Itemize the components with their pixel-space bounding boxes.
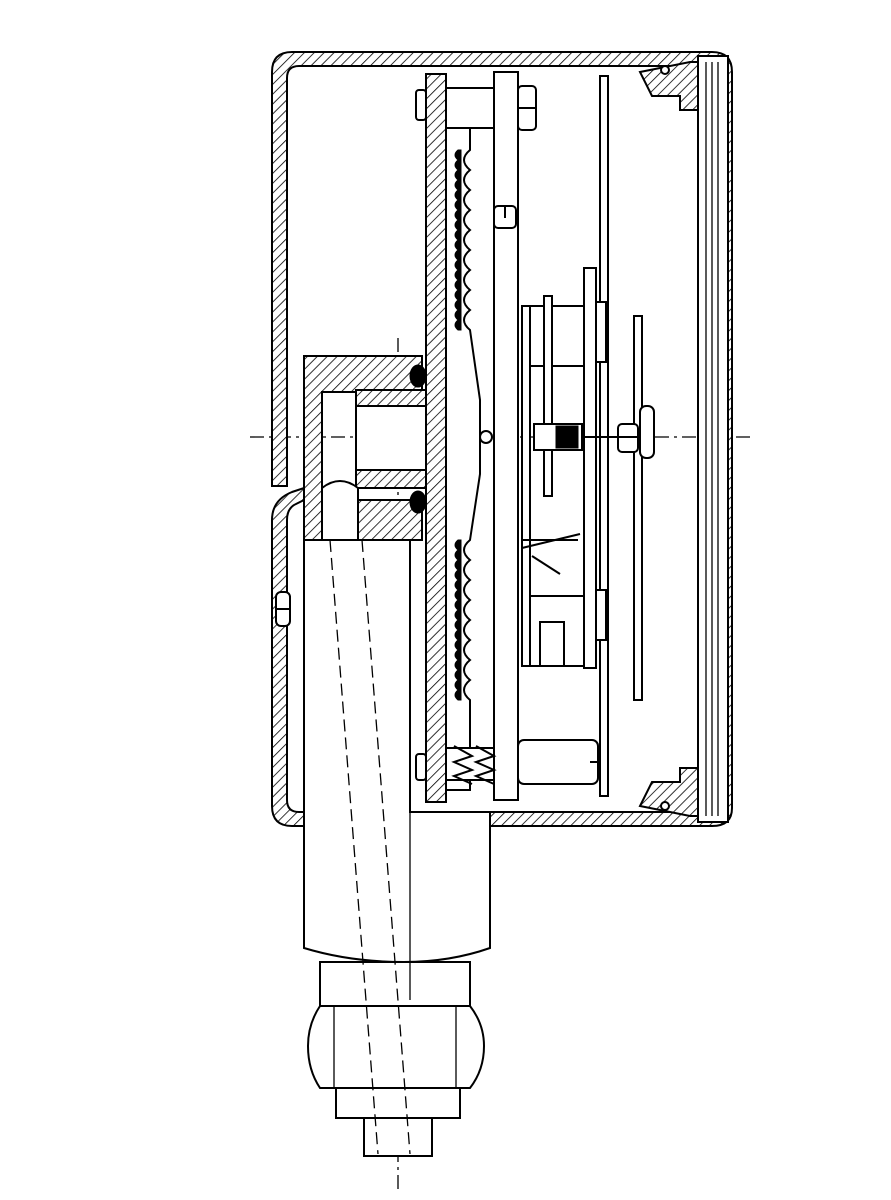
movement-mechanism — [521, 267, 607, 669]
stem-hex-nut — [319, 961, 471, 1007]
upper-flange-plate — [493, 71, 519, 801]
bezel-top-clip — [638, 61, 699, 111]
diaphragm-capsule — [445, 95, 481, 791]
lower-flange-plate — [425, 73, 447, 803]
bottom-bolt-head — [415, 753, 427, 781]
bourdon-tube-entry — [321, 480, 359, 541]
movement-pillar-top — [529, 305, 587, 367]
bezel-top-pin — [660, 65, 670, 75]
movement-front-plate — [583, 267, 597, 669]
diaphragm-corrugation — [454, 149, 462, 331]
lower-o-ring — [409, 490, 427, 514]
sector-arm — [543, 295, 553, 497]
dial-and-pointer — [582, 315, 655, 701]
lower-plate-screw — [595, 589, 607, 641]
socket-assembly — [303, 355, 447, 541]
top-bolt-shank — [445, 87, 495, 129]
threaded-nipple — [306, 1005, 486, 1089]
bore-hidden-line-left — [329, 539, 379, 1155]
dial-plate — [633, 315, 643, 701]
link-rod-3 — [531, 555, 561, 575]
top-bolt-head — [415, 89, 427, 121]
case-rim-ring — [697, 55, 729, 823]
case-side-screw — [275, 591, 291, 627]
bottom-standoff — [517, 739, 599, 785]
pinion-gear — [555, 425, 579, 449]
connection-stem — [303, 539, 491, 1157]
bore-hidden-line-right — [361, 539, 411, 1155]
movement-frame-back — [521, 305, 531, 667]
compression-spring — [451, 745, 497, 785]
upper-o-ring — [409, 364, 427, 388]
case-outer-wall — [271, 51, 733, 827]
bezel-bottom-clip — [638, 767, 699, 817]
diaphragm-center-stud — [479, 430, 493, 444]
diaphragm-assembly — [415, 71, 537, 803]
bottom-bolt-spring — [415, 739, 600, 785]
lower-lever-block — [539, 621, 565, 667]
diaphragm-corrugation-lower — [454, 539, 462, 701]
stem-collar — [335, 1087, 461, 1119]
upper-plate-screw — [595, 301, 607, 363]
bottom-bolt-shank — [445, 747, 495, 781]
stem-tip — [363, 1117, 433, 1157]
bezel-bottom-pin — [660, 801, 670, 811]
pointer-cap — [639, 405, 655, 459]
